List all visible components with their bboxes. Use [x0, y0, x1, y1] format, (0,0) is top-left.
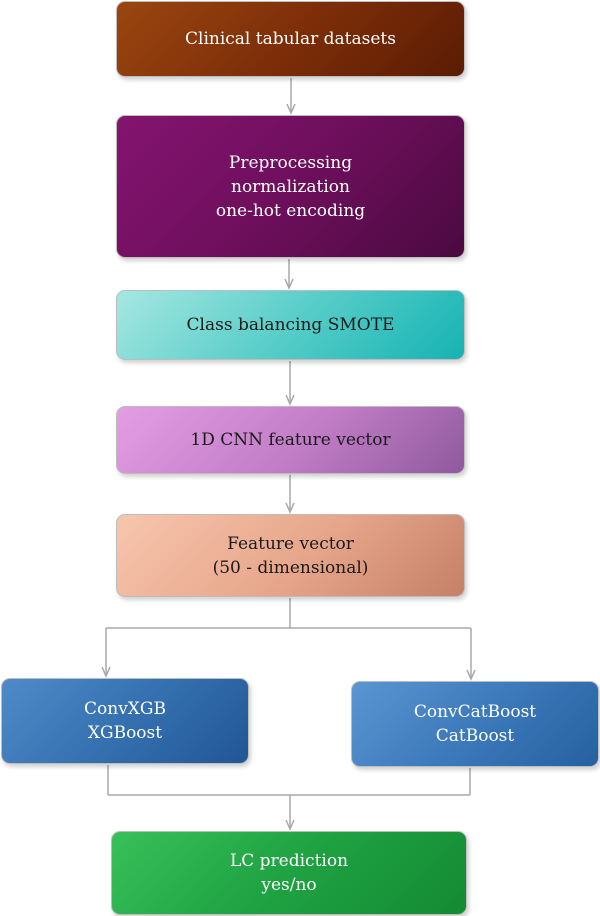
node-clinical-datasets: Clinical tabular datasets: [116, 1, 465, 77]
node-label-line-1: Feature vector: [227, 533, 354, 554]
node-cnn-feature-vector: 1D CNN feature vector: [116, 406, 465, 474]
node-label-line-2: yes/no: [261, 875, 317, 895]
node-label-line-2: (50 - dimensional): [212, 557, 369, 578]
node-label-line-1: ConvXGB: [84, 699, 166, 719]
node-label: 1D CNN feature vector: [190, 430, 391, 450]
node-preprocessing: Preprocessing normalization one-hot enco…: [116, 115, 465, 258]
node-label: Class balancing SMOTE: [186, 315, 395, 335]
node-label-line-3: one-hot encoding: [215, 200, 366, 221]
node-feature-vector: Feature vector (50 - dimensional): [116, 514, 465, 597]
node-label: Clinical tabular datasets: [185, 29, 396, 49]
node-label-line-2: CatBoost: [435, 726, 515, 746]
node-label-line-1: Preprocessing: [228, 152, 353, 173]
node-label-line-2: XGBoost: [87, 723, 163, 743]
node-label-line-2: normalization: [231, 176, 350, 197]
node-lc-prediction: LC prediction yes/no: [111, 831, 467, 915]
node-convcatboost: ConvCatBoost CatBoost: [351, 681, 599, 767]
node-convxgb: ConvXGB XGBoost: [1, 678, 249, 764]
node-class-balancing: Class balancing SMOTE: [116, 290, 465, 360]
node-label-line-1: ConvCatBoost: [413, 702, 537, 722]
node-label-line-1: LC prediction: [229, 851, 349, 871]
